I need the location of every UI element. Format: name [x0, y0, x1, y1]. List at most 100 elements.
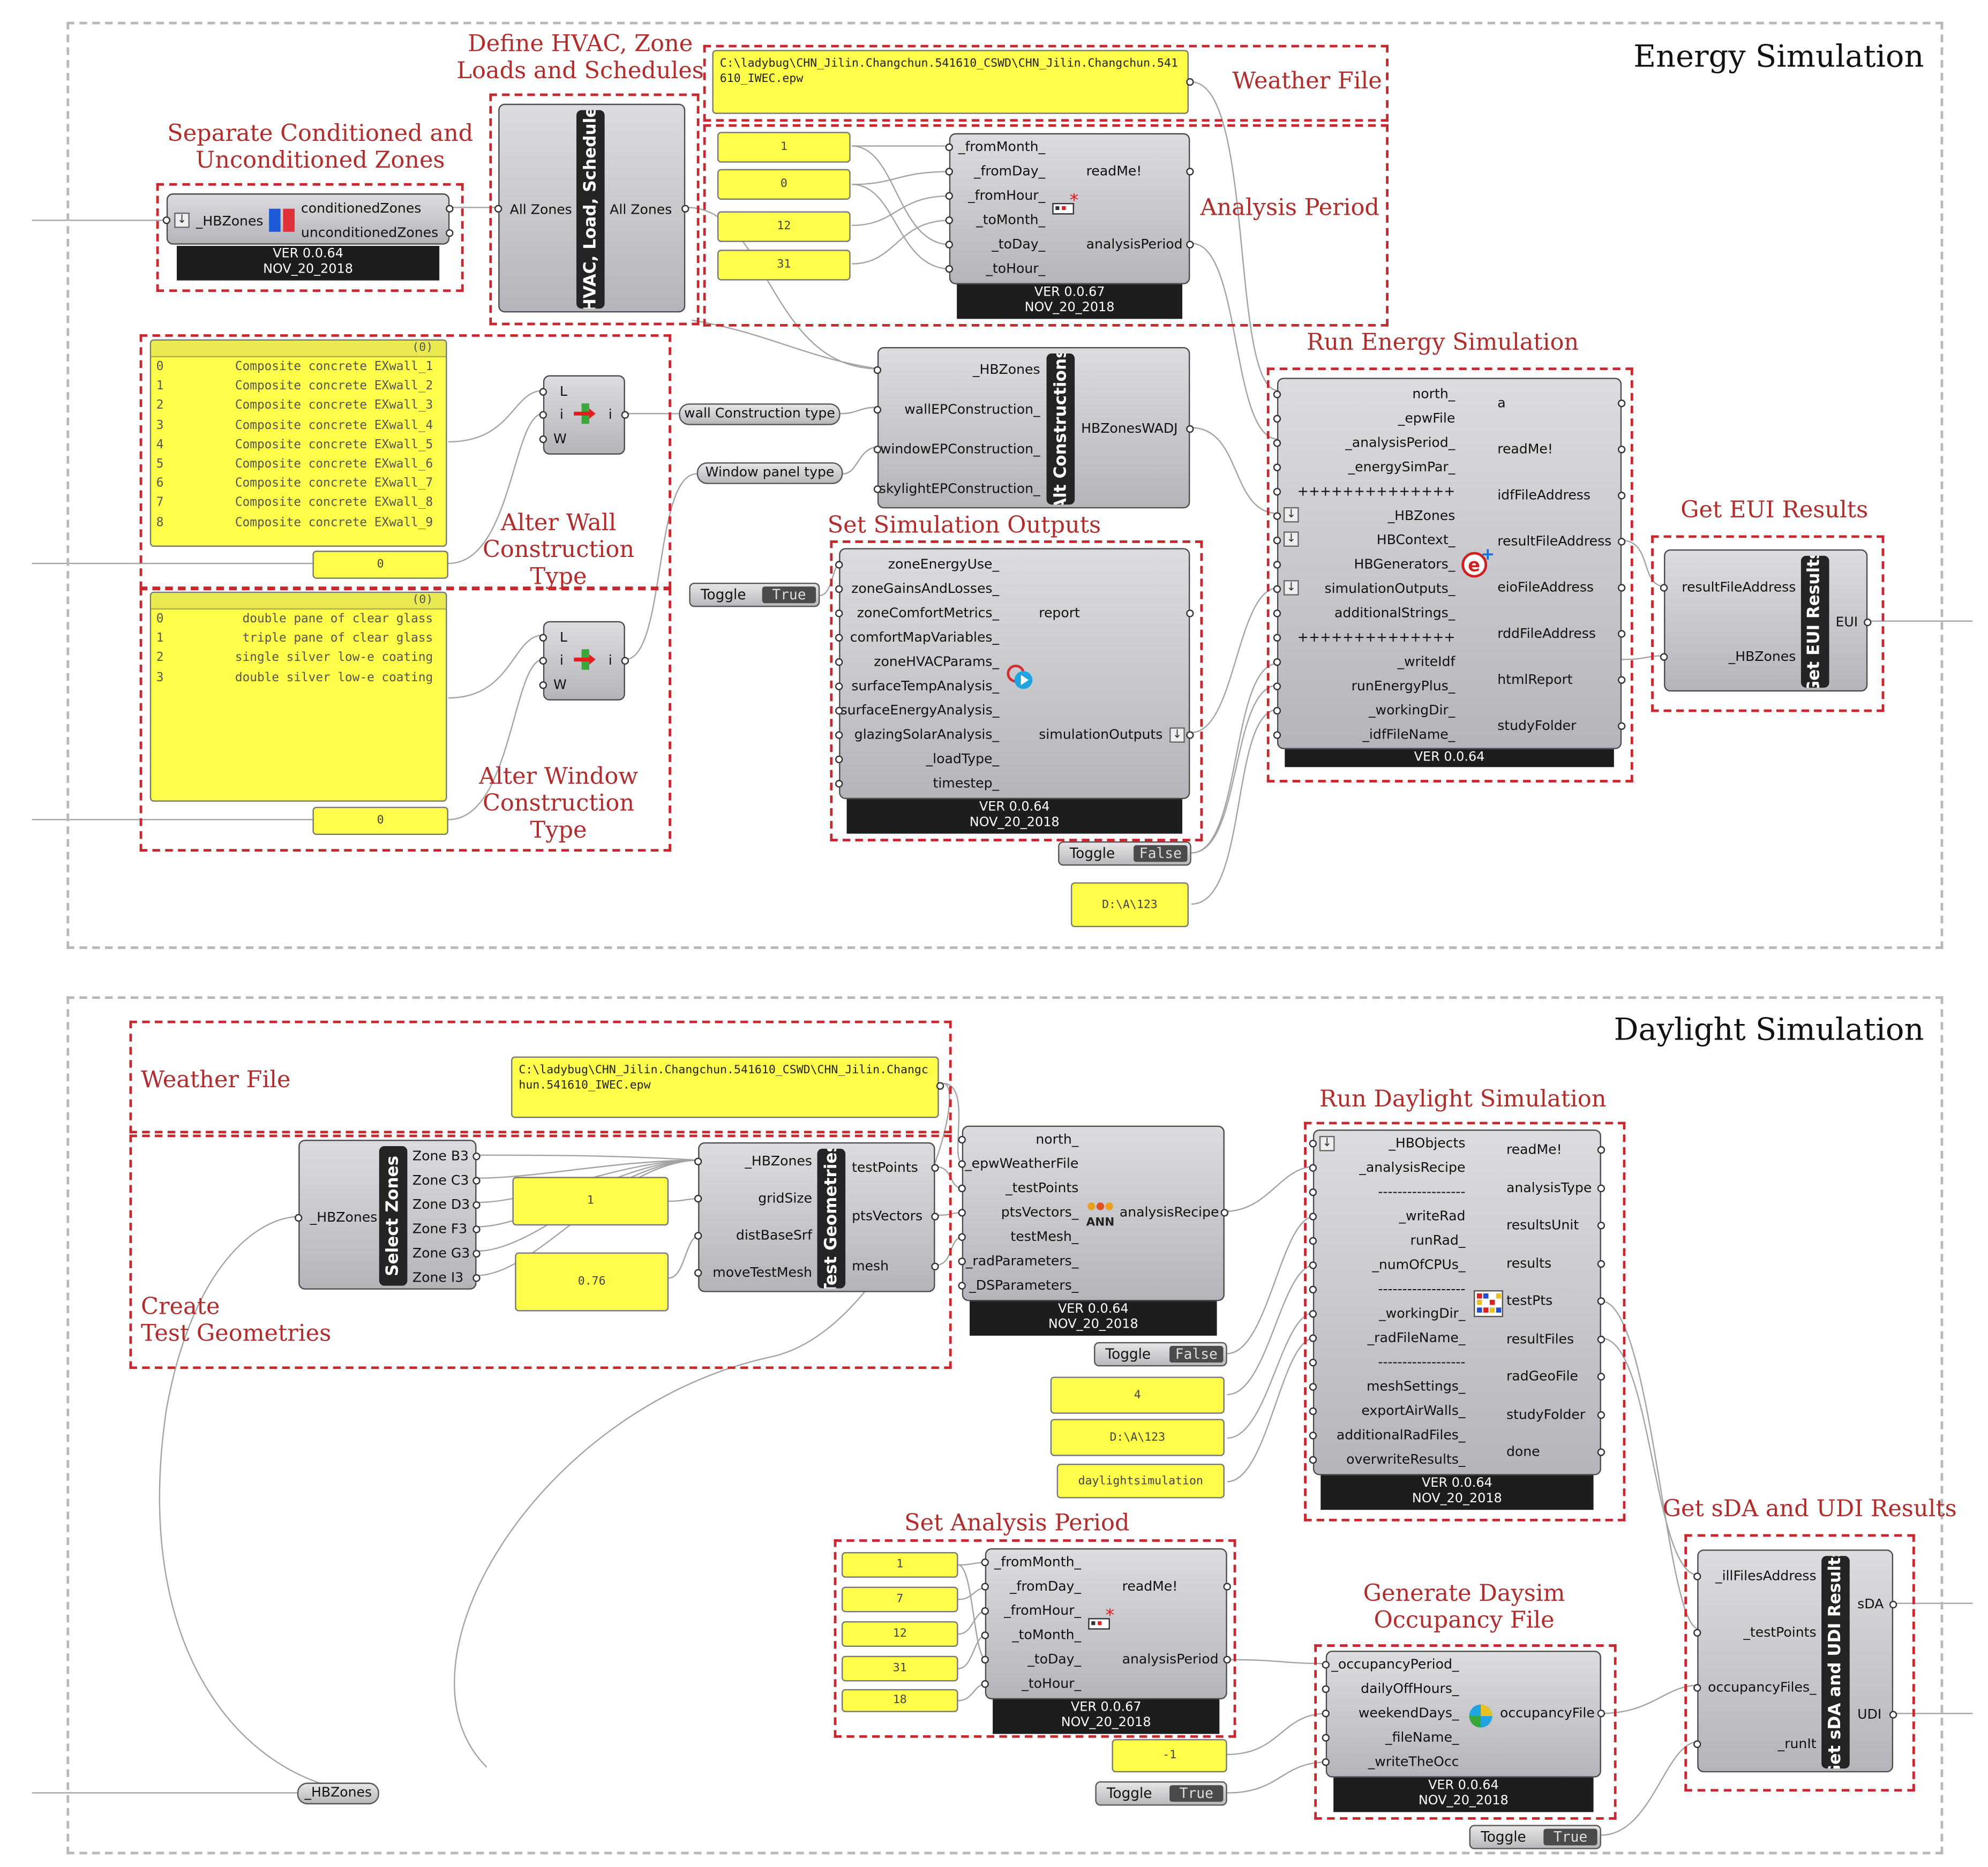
input-pin[interactable] [539, 657, 547, 665]
output-pin[interactable] [1186, 609, 1194, 618]
input-pin[interactable] [1273, 658, 1281, 666]
num-cpus-value[interactable]: 4 [1050, 1376, 1225, 1414]
analysis-period-component[interactable]: _fromMonth_ _fromDay_ _fromHour_ _toMont… [945, 133, 1194, 284]
input-pin[interactable] [539, 388, 547, 396]
output-pin[interactable] [1617, 584, 1626, 592]
input-pin[interactable] [1693, 1572, 1701, 1580]
output-pin[interactable] [1597, 1259, 1606, 1268]
input-pin[interactable] [835, 780, 843, 788]
run-energy-simulation-component[interactable]: north__epwFile_analysisPeriod__energySim… [1273, 378, 1626, 749]
output-pin[interactable] [1186, 78, 1194, 86]
output-pin[interactable] [1597, 1448, 1606, 1456]
output-pin[interactable] [1597, 1297, 1606, 1305]
input-pin[interactable] [958, 1258, 966, 1266]
input-pin[interactable] [981, 1583, 989, 1591]
from-day-value[interactable]: 0 [717, 169, 851, 200]
window-panel-type-param[interactable]: Window panel type [696, 462, 843, 484]
output-pin[interactable] [621, 657, 629, 665]
toggle-true-daylight[interactable]: Toggle True [1095, 1781, 1227, 1806]
output-pin[interactable] [472, 1177, 481, 1185]
dist-base-value[interactable]: 0.76 [515, 1252, 669, 1312]
input-pin[interactable] [1309, 1140, 1317, 1148]
input-pin[interactable] [981, 1680, 989, 1688]
output-pin[interactable] [472, 1249, 481, 1258]
output-pin[interactable] [1597, 1710, 1606, 1718]
output-pin[interactable] [931, 1164, 939, 1172]
input-pin[interactable] [1273, 706, 1281, 715]
input-pin[interactable] [958, 1135, 966, 1144]
input-pin[interactable] [1693, 1629, 1701, 1637]
input-pin[interactable] [1309, 1285, 1317, 1294]
input-pin[interactable] [1273, 536, 1281, 545]
from-day-value[interactable]: 7 [841, 1586, 958, 1613]
input-pin[interactable] [835, 706, 843, 715]
output-pin[interactable] [1223, 1655, 1231, 1664]
input-pin[interactable] [958, 1282, 966, 1290]
list-item-component[interactable]: L i W i [539, 621, 629, 701]
get-sda-udi-results-component[interactable]: _illFilesAddress _testPoints occupancyFi… [1693, 1549, 1897, 1773]
input-pin[interactable] [1273, 731, 1281, 739]
wall-index-value[interactable]: 0 [312, 551, 448, 579]
output-pin[interactable] [1864, 618, 1872, 627]
input-pin[interactable] [958, 1233, 966, 1241]
output-pin[interactable] [1597, 1373, 1606, 1381]
output-pin[interactable] [472, 1152, 481, 1161]
output-pin[interactable] [446, 205, 454, 213]
output-pin[interactable] [1186, 731, 1194, 739]
input-pin[interactable] [958, 1209, 966, 1217]
output-pin[interactable] [472, 1274, 481, 1282]
input-pin[interactable] [945, 216, 953, 224]
toggle-run-it[interactable]: Toggle True [1469, 1825, 1601, 1849]
working-dir-value[interactable]: D:\A\123 [1070, 882, 1189, 928]
from-month-value[interactable]: 1 [717, 132, 851, 163]
separate-zones-component[interactable]: ↓ _HBZones conditionedZones unconditione… [162, 193, 454, 245]
input-pin[interactable] [1309, 1432, 1317, 1440]
simulation-outputs-component[interactable]: zoneEnergyUse_ zoneGainsAndLosses_ zoneC… [835, 548, 1194, 800]
get-eui-results-component[interactable]: resultFileAddress _HBZones Get EUI Resul… [1660, 549, 1872, 692]
input-pin[interactable] [1322, 1710, 1330, 1718]
input-pin[interactable] [539, 411, 547, 419]
output-pin[interactable] [472, 1201, 481, 1209]
output-pin[interactable] [1889, 1711, 1897, 1719]
input-pin[interactable] [1309, 1310, 1317, 1318]
input-pin[interactable] [1273, 512, 1281, 520]
input-pin[interactable] [945, 143, 953, 152]
output-pin[interactable] [1597, 1146, 1606, 1154]
alt-constructions-component[interactable]: _HBZones wallEPConstruction_ windowEPCon… [873, 347, 1194, 509]
output-pin[interactable] [1597, 1335, 1606, 1343]
input-pin[interactable] [1322, 1661, 1330, 1669]
input-pin[interactable] [1273, 415, 1281, 423]
input-pin[interactable] [1309, 1456, 1317, 1464]
from-hour-value[interactable]: 12 [841, 1621, 958, 1647]
input-pin[interactable] [835, 561, 843, 569]
input-pin[interactable] [835, 682, 843, 690]
input-pin[interactable] [1322, 1758, 1330, 1766]
window-index-value[interactable]: 0 [312, 807, 448, 835]
analysis-recipe-component[interactable]: north_ _epwWeatherFile _testPoints ptsVe… [958, 1125, 1229, 1301]
hbzones-param[interactable]: _HBZones [297, 1782, 379, 1805]
output-pin[interactable] [1220, 1209, 1229, 1217]
output-pin[interactable] [472, 1225, 481, 1233]
input-pin[interactable] [835, 658, 843, 666]
input-pin[interactable] [945, 240, 953, 249]
output-pin[interactable] [1617, 722, 1626, 730]
output-pin[interactable] [1597, 1222, 1606, 1230]
input-pin[interactable] [1309, 1164, 1317, 1172]
toggle-true[interactable]: Toggle True [689, 582, 820, 607]
weather-file-panel-daylight[interactable]: C:\ladybug\CHN_Jilin.Changchun.541610_CS… [511, 1056, 939, 1118]
input-pin[interactable] [981, 1631, 989, 1639]
weather-file-panel[interactable]: C:\ladybug\CHN_Jilin.Changchun.541610_CS… [712, 50, 1189, 114]
input-pin[interactable] [1273, 390, 1281, 398]
input-pin[interactable] [873, 405, 882, 414]
input-pin[interactable] [1660, 584, 1668, 592]
input-pin[interactable] [694, 1194, 702, 1203]
list-item-component[interactable]: L i W i [539, 375, 629, 455]
input-pin[interactable] [981, 1607, 989, 1615]
